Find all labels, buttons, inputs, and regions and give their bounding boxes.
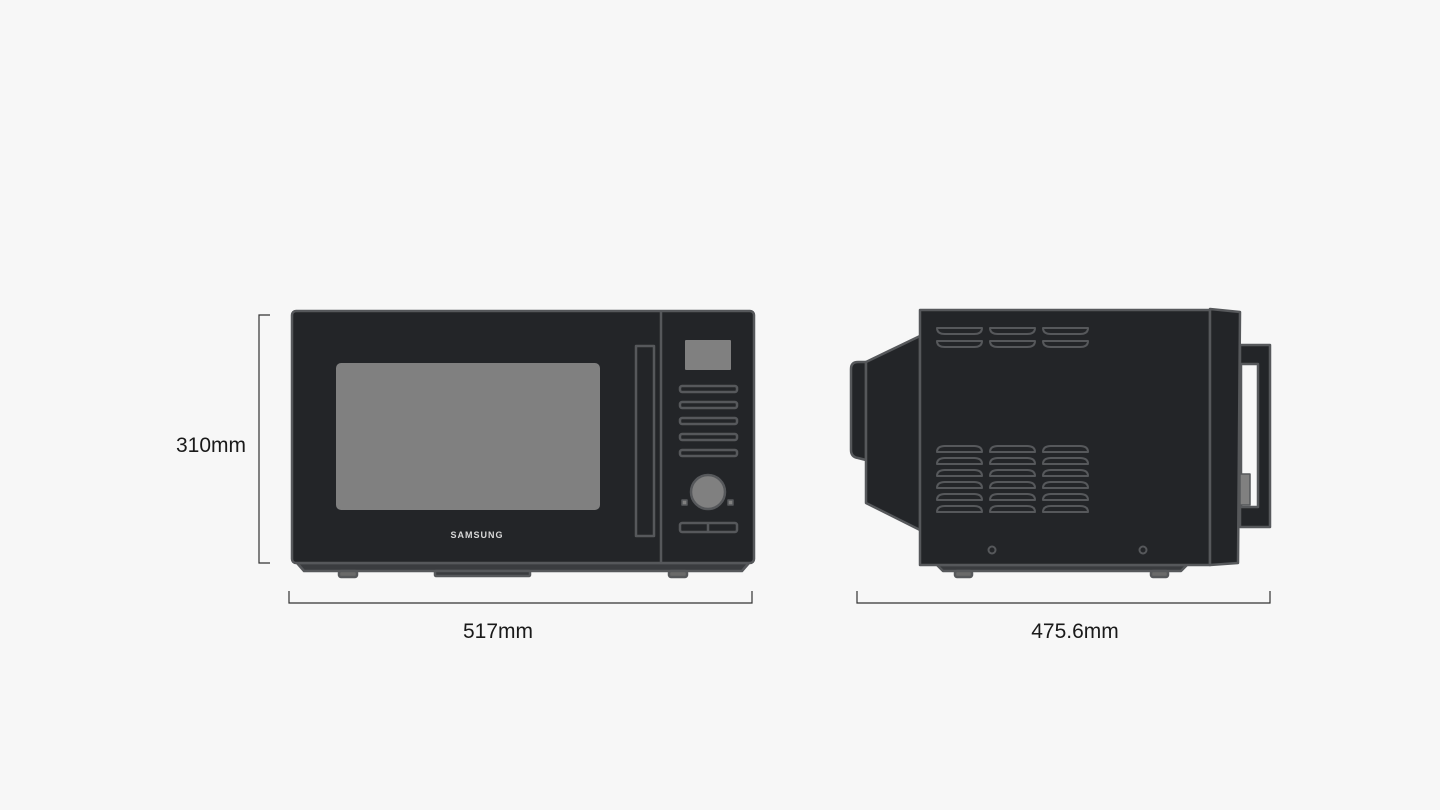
side-foot-left bbox=[953, 569, 974, 579]
side-view bbox=[849, 307, 1272, 579]
vent-slot bbox=[989, 481, 1036, 489]
vent-slot bbox=[936, 457, 983, 465]
side-foot-right bbox=[1149, 569, 1170, 579]
vent-slot bbox=[1042, 457, 1089, 465]
front-door-side bbox=[1208, 307, 1242, 567]
front-foot-left bbox=[337, 569, 359, 579]
width-label: 517mm bbox=[462, 620, 534, 643]
vent-slot bbox=[989, 505, 1036, 513]
vent-slot bbox=[1042, 340, 1089, 348]
vent-slot bbox=[1042, 445, 1089, 453]
vent-slot bbox=[1042, 505, 1089, 513]
screw bbox=[1138, 545, 1148, 555]
dial-indicator-left bbox=[681, 499, 688, 506]
control-button bbox=[678, 384, 739, 394]
control-button bbox=[678, 400, 739, 410]
vent-slot bbox=[936, 445, 983, 453]
vent-slot bbox=[936, 469, 983, 477]
control-button bbox=[678, 448, 739, 458]
rear-bump bbox=[849, 360, 868, 462]
vent-slot bbox=[936, 340, 983, 348]
vent-slot bbox=[1042, 481, 1089, 489]
vent-slot bbox=[936, 505, 983, 513]
side-handle-gap bbox=[1239, 362, 1260, 509]
dial-indicator-right bbox=[727, 499, 734, 506]
depth-dimension-line bbox=[856, 591, 1271, 604]
vent-slot bbox=[1042, 493, 1089, 501]
display-panel bbox=[685, 340, 731, 370]
side-body bbox=[918, 308, 1212, 567]
side-handle-tab bbox=[1239, 473, 1251, 506]
vent-slot bbox=[1042, 469, 1089, 477]
control-button bbox=[678, 432, 739, 442]
front-view bbox=[290, 309, 756, 579]
vent-slot bbox=[936, 481, 983, 489]
width-dimension-line bbox=[288, 591, 753, 604]
front-foot-right bbox=[667, 569, 689, 579]
rear-cover bbox=[864, 334, 922, 532]
vent-slot bbox=[989, 340, 1036, 348]
control-dial bbox=[689, 473, 727, 511]
vent-slot bbox=[989, 457, 1036, 465]
vent-slot bbox=[936, 327, 983, 335]
door-handle bbox=[634, 344, 656, 538]
vent-slot bbox=[989, 445, 1036, 453]
vent-slot bbox=[989, 469, 1036, 477]
height-dimension-line bbox=[258, 314, 270, 564]
height-label: 310mm bbox=[175, 434, 246, 457]
vent-slot bbox=[936, 493, 983, 501]
brand-logo: SAMSUNG bbox=[450, 530, 504, 540]
screw bbox=[987, 545, 997, 555]
door-window bbox=[336, 363, 600, 510]
control-button bbox=[678, 416, 739, 426]
vent-grille bbox=[936, 327, 1089, 513]
vent-slot bbox=[1042, 327, 1089, 335]
front-center-strip bbox=[433, 569, 532, 578]
depth-label: 475.6mm bbox=[1031, 620, 1119, 643]
vent-slot bbox=[989, 327, 1036, 335]
vent-slot bbox=[989, 493, 1036, 501]
